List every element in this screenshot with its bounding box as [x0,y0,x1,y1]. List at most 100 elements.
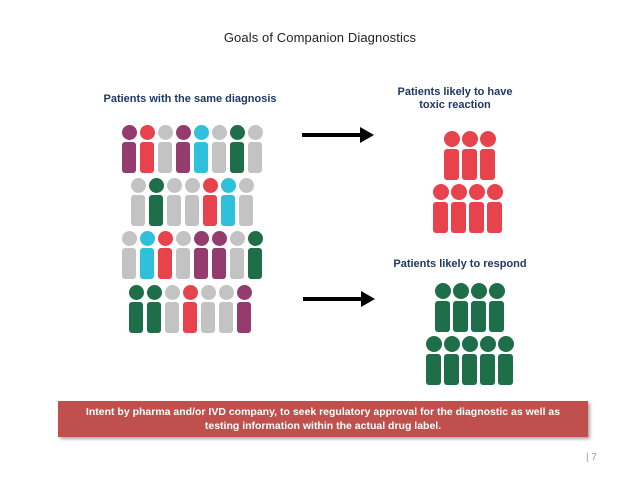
patient-figure-row4 [218,285,234,333]
patient-figure-row4 [146,285,162,333]
person-head [470,283,487,299]
patient-figure-row4 [128,285,144,333]
banner-line2: testing information within the actual dr… [204,420,442,432]
heading-toxic-line2: toxic reaction [419,99,491,111]
person-head [247,231,263,246]
person-head [139,125,155,140]
patient-figure-row2 [202,178,218,226]
patient-figure-row1 [211,125,227,173]
person-body [131,195,145,226]
person-body [489,301,504,332]
patient-figure-row3 [157,231,173,279]
patient-figure-row3 [229,231,245,279]
responder-patient-figure [425,336,442,385]
patient-figure-row1 [157,125,173,173]
toxic-patient-figure [479,131,496,180]
person-body [185,195,199,226]
person-body [471,301,486,332]
person-body [444,354,459,385]
person-head [166,178,182,193]
person-body [122,142,136,173]
person-body [212,142,226,173]
person-body [212,248,226,279]
person-body [230,142,244,173]
heading-toxic-line1: Patients likely to have [397,86,513,98]
responder-patient-figure [443,336,460,385]
person-head [432,184,449,200]
person-body [165,302,179,333]
person-body [487,202,502,233]
person-head [461,131,478,147]
patient-figure-row4 [182,285,198,333]
person-body [147,302,161,333]
person-head [452,283,469,299]
person-head [139,231,155,246]
person-body [237,302,251,333]
person-head [200,285,216,300]
person-body [462,354,477,385]
person-head [193,125,209,140]
patient-figure-row3 [139,231,155,279]
person-head [175,231,191,246]
person-body [140,142,154,173]
person-body [158,248,172,279]
patient-figure-row4 [200,285,216,333]
toxic-patient-figure [468,184,485,233]
patient-figure-row3 [175,231,191,279]
person-body [453,301,468,332]
person-head [443,131,460,147]
person-head [211,231,227,246]
person-body [140,248,154,279]
person-head [434,283,451,299]
patient-figure-row3 [247,231,263,279]
person-head [130,178,146,193]
heading-same-diagnosis: Patients with the same diagnosis [103,93,277,105]
person-body [435,301,450,332]
person-head [121,125,137,140]
toxic-patient-figure [450,184,467,233]
arrow-right-icon-top [302,127,374,143]
patient-figure-row4 [236,285,252,333]
slide-title: Goals of Companion Diagnostics [223,30,417,45]
person-head [488,283,505,299]
person-head [218,285,234,300]
patient-figure-row3 [193,231,209,279]
person-head [211,125,227,140]
toxic-patient-figure [432,184,449,233]
patient-figure-row2 [220,178,236,226]
person-head [479,131,496,147]
responder-patient-figure [461,336,478,385]
person-head [450,184,467,200]
arrow-right-icon-bottom [303,291,375,307]
person-body [480,354,495,385]
person-body [158,142,172,173]
heading-toxic-reaction: Patients likely to have toxic reaction [375,86,535,112]
person-head [479,336,496,352]
patient-figure-row1 [175,125,191,173]
page-number: | 7 [586,452,597,463]
person-body [129,302,143,333]
person-body [194,142,208,173]
person-body [469,202,484,233]
person-head [164,285,180,300]
toxic-patient-figure [443,131,460,180]
person-head [425,336,442,352]
person-head [157,231,173,246]
person-body [248,142,262,173]
person-head [443,336,460,352]
patient-figure-row2 [184,178,200,226]
person-head [220,178,236,193]
person-head [238,178,254,193]
person-head [182,285,198,300]
person-body [183,302,197,333]
person-body [176,142,190,173]
patient-figure-row3 [211,231,227,279]
person-body [239,195,253,226]
person-body [221,195,235,226]
patient-figure-row2 [166,178,182,226]
patient-figure-row1 [229,125,245,173]
person-body [176,248,190,279]
person-body [230,248,244,279]
patient-figure-row2 [130,178,146,226]
heading-likely-respond: Patients likely to respond [393,258,527,270]
